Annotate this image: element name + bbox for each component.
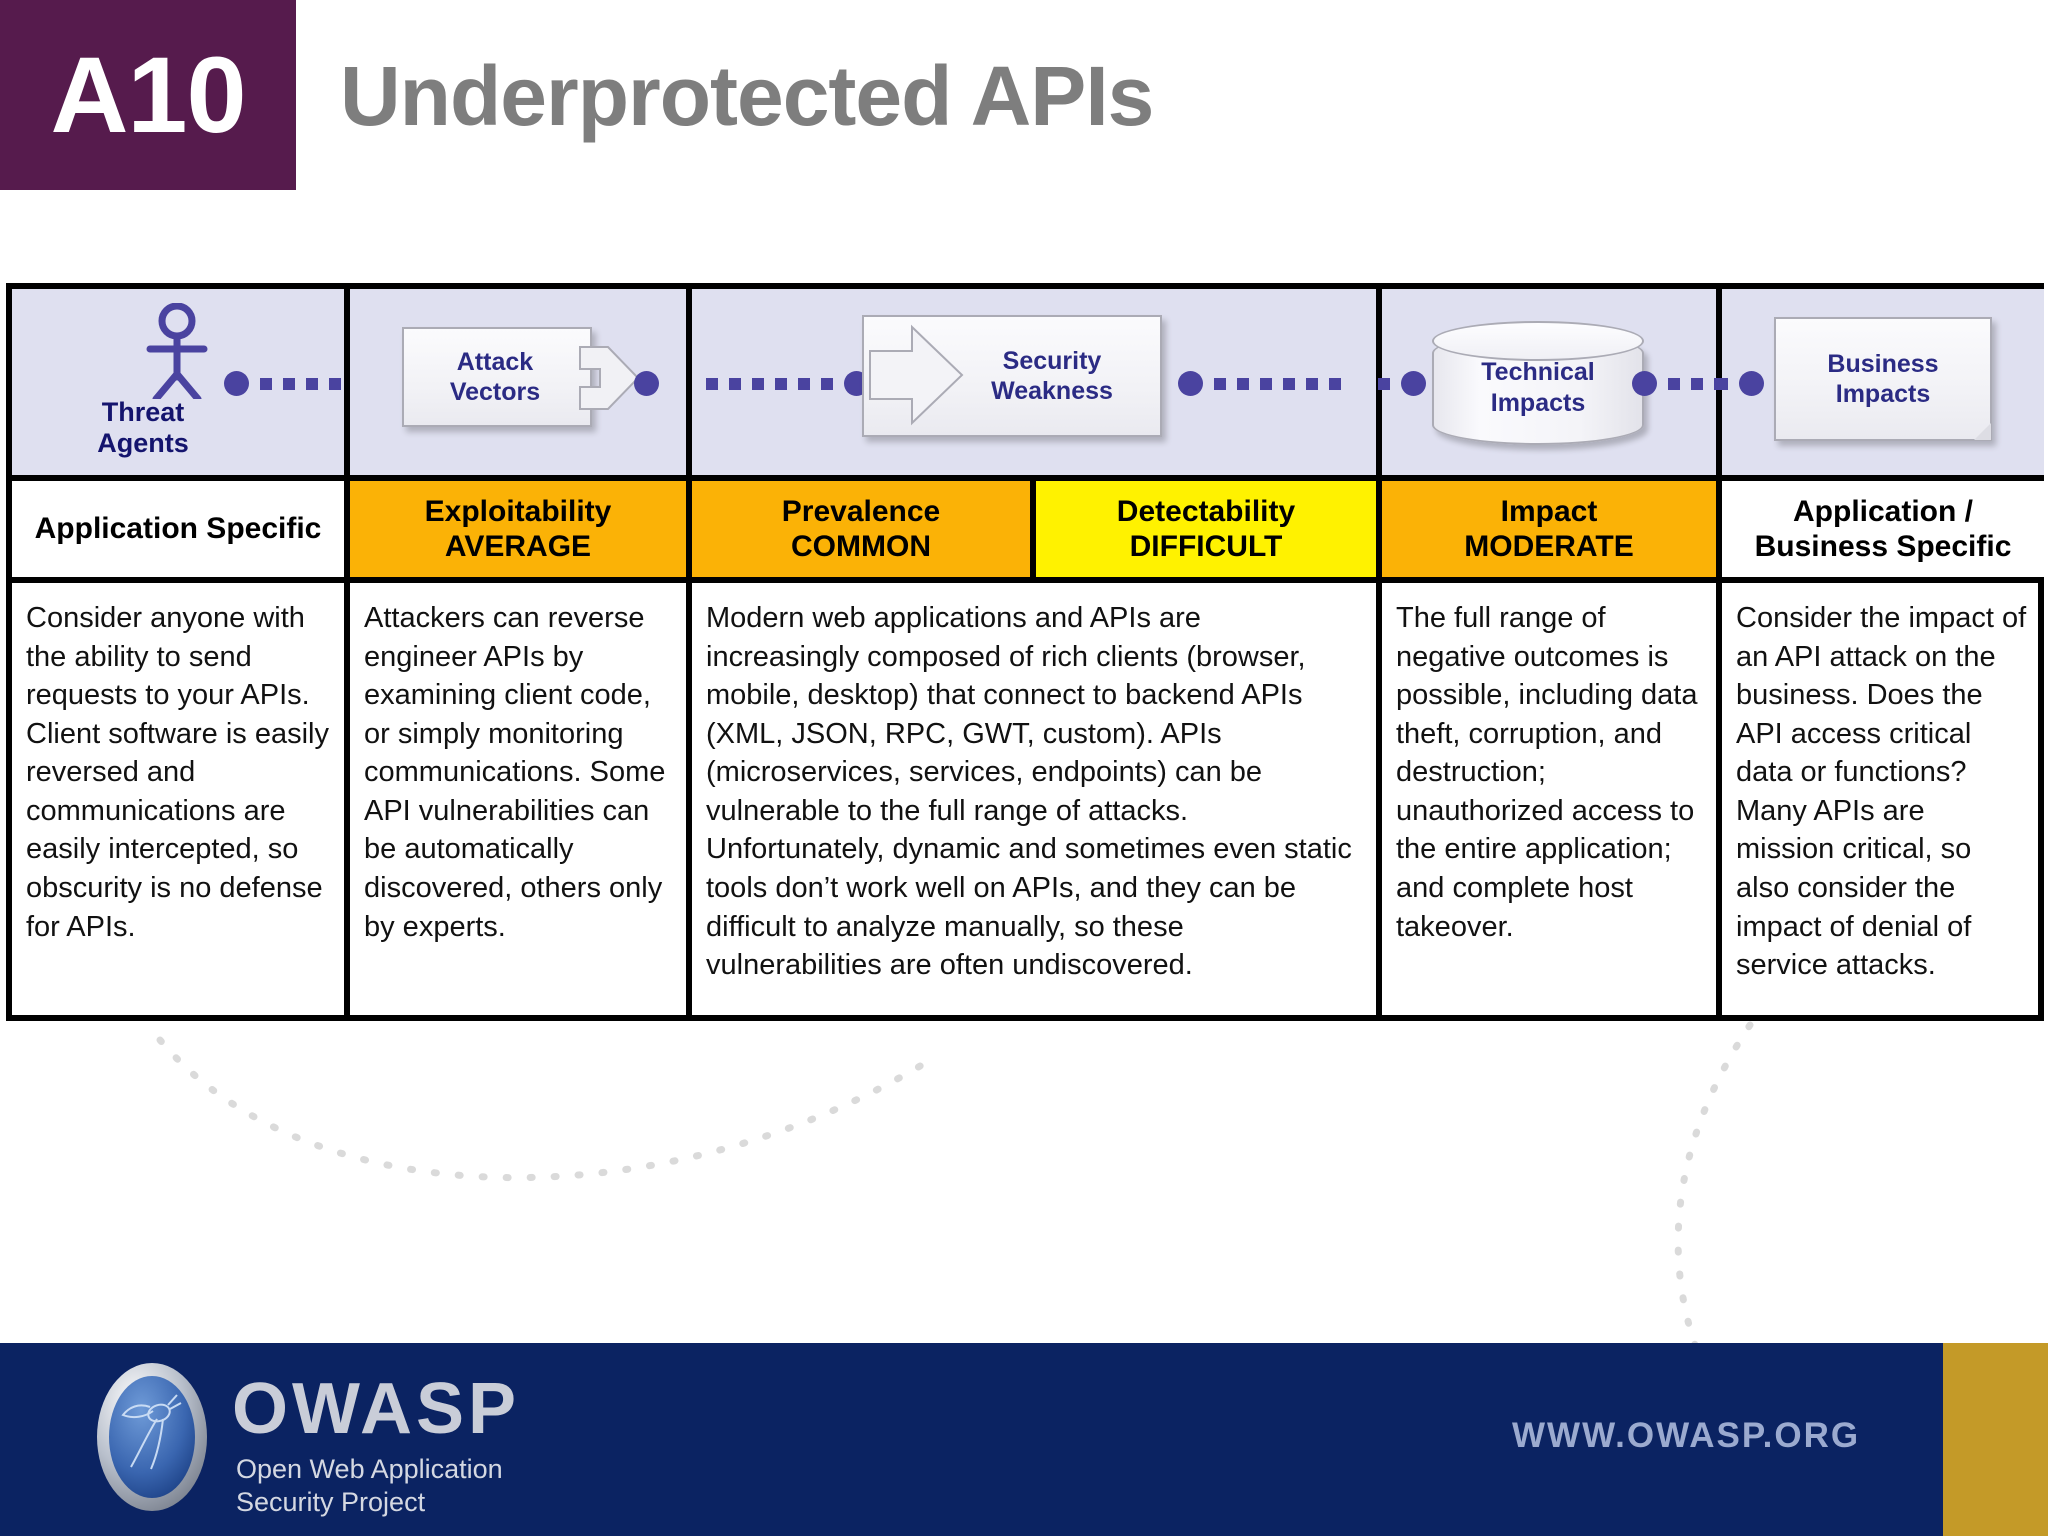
diagram-cell-business-impacts: Business Impacts	[1716, 289, 2044, 475]
connector-dot-square	[1214, 377, 1226, 390]
description-business-impacts: Consider the impact of an API attack on …	[1736, 602, 2027, 982]
folded-corner-icon	[1974, 423, 1991, 440]
security-weakness-label-line2: Weakness	[991, 377, 1113, 405]
rating-title-exploitability: Exploitability	[424, 494, 612, 528]
owasp-url-link[interactable]: WWW.OWASP.ORG	[1512, 1416, 1861, 1455]
slide-header: A10 Underprotected APIs	[0, 0, 2048, 250]
attack-vectors-label-line1: Attack	[456, 347, 534, 376]
connector-dot-square	[1306, 377, 1318, 390]
rating-value-detectability: DIFFICULT	[1129, 530, 1283, 563]
connector-dot-round	[1739, 371, 1764, 396]
description-attack-vectors: Attackers can reverse engineer APIs by e…	[350, 583, 692, 1015]
decorative-swoosh-right	[1674, 1021, 1754, 1349]
attack-vectors-label-line2: Vectors	[449, 378, 541, 406]
decorative-swoosh-left	[156, 1036, 934, 1181]
connector-dot-square	[1283, 377, 1295, 390]
diagram-cell-threat-agents: Threat Agents	[12, 289, 400, 475]
rating-cell-exploitability: Exploitability AVERAGE	[350, 481, 692, 577]
connector-dots-weakness-to-technical	[1178, 371, 1341, 396]
owasp-logo-icon	[97, 1363, 207, 1511]
connector-dot-square	[1237, 377, 1249, 390]
rating-title-impact: Impact	[1500, 494, 1598, 528]
connector-dots-technical-to-business	[1632, 371, 1726, 396]
technical-impacts-label-line1: Technical	[1481, 358, 1595, 386]
business-impacts-label-line2: Impacts	[1835, 380, 1931, 408]
connector-dot-square	[1691, 377, 1703, 390]
footer-navy-band	[0, 1343, 1943, 1536]
business-impacts-label-line1: Business	[1827, 349, 1939, 378]
slide-footer: OWASP Open Web Application Security Proj…	[0, 1343, 2048, 1536]
connector-dot-square	[306, 377, 318, 390]
connector-dot-square	[1668, 377, 1680, 390]
rating-cell-threat-agents: Application Specific	[12, 481, 350, 577]
connector-dot-square	[1260, 377, 1272, 390]
owasp-tagline: Open Web Application Security Project	[236, 1453, 503, 1519]
connector-dot-round	[634, 371, 659, 396]
rating-cell-prevalence: Prevalence COMMON	[692, 481, 1036, 577]
connector-dot-square	[1378, 377, 1390, 390]
rating-value-business-specific: Business Specific	[1754, 530, 2012, 563]
rating-cell-impact: Impact MODERATE	[1382, 481, 1722, 577]
connector-dots-into-weakness	[706, 371, 869, 396]
connector-dots-into-business	[1716, 371, 1764, 396]
cylinder-top-ellipse	[1432, 321, 1644, 361]
business-impacts-node: Business Impacts	[1774, 317, 1992, 441]
owasp-tagline-line2: Security Project	[236, 1486, 426, 1517]
rating-title-detectability: Detectability	[1116, 494, 1296, 528]
rating-value-impact: MODERATE	[1464, 530, 1634, 563]
connector-dot-square	[706, 377, 718, 390]
rating-title-business-specific: Application /	[1793, 494, 1973, 528]
connector-dot-square	[329, 377, 341, 390]
footer-gold-band	[1943, 1343, 2048, 1536]
rating-value-exploitability: AVERAGE	[444, 530, 592, 563]
threat-model-diagram-row: Threat Agents Attack Vectors	[12, 289, 2044, 481]
risk-rating-table: Threat Agents Attack Vectors	[6, 283, 2044, 1021]
diagram-cell-security-weakness: Security Weakness	[692, 289, 1382, 475]
page-title: Underprotected APIs	[340, 49, 1154, 143]
rating-title-prevalence: Prevalence	[781, 494, 941, 528]
connector-dot-square	[260, 377, 272, 390]
chevron-right-large-icon	[869, 324, 964, 426]
rating-cell-detectability: Detectability DIFFICULT	[1036, 481, 1382, 577]
owasp-tagline-line1: Open Web Application	[236, 1454, 503, 1484]
technical-impacts-node-label: Technical Impacts	[1432, 357, 1644, 420]
connector-dot-round	[1632, 371, 1657, 396]
technical-impacts-label-line2: Impacts	[1490, 389, 1586, 418]
threat-agents-node-label: Threat Agents	[12, 397, 274, 459]
connector-dot-square	[775, 377, 787, 390]
threat-agent-actor-icon	[146, 303, 208, 399]
connector-dots-vectors-to-weakness	[634, 371, 659, 396]
risk-rank-badge: A10	[0, 0, 296, 190]
connector-dots-into-technical	[1378, 371, 1426, 396]
connector-dot-round	[224, 371, 249, 396]
connector-dot-square	[752, 377, 764, 390]
security-weakness-label-line1: Security	[1002, 346, 1102, 375]
chevron-right-icon	[579, 346, 640, 410]
description-security-weakness: Modern web applications and APIs are inc…	[692, 583, 1382, 1015]
description-threat-agents: Consider anyone with the ability to send…	[12, 583, 350, 1015]
connector-dot-square	[1716, 377, 1728, 390]
connector-dot-square	[798, 377, 810, 390]
diagram-cell-technical-impacts: Technical Impacts	[1378, 289, 1726, 475]
rating-header-row: Application Specific Exploitability AVER…	[12, 481, 2044, 583]
technical-impacts-node: Technical Impacts	[1432, 319, 1644, 447]
connector-dot-square	[283, 377, 295, 390]
description-row: Consider anyone with the ability to send…	[12, 583, 2038, 1015]
connector-dot-square	[821, 377, 833, 390]
connector-dot-square	[729, 377, 741, 390]
threat-agents-label-line1: Threat	[101, 397, 185, 427]
rating-value-prevalence: COMMON	[791, 530, 931, 563]
rating-title-threat-agents: Application Specific	[34, 512, 322, 546]
threat-agents-label-line2: Agents	[97, 428, 189, 459]
attack-vectors-node: Attack Vectors	[402, 327, 592, 427]
connector-dot-square	[1329, 377, 1341, 390]
description-technical-impacts: The full range of negative outcomes is p…	[1382, 583, 1722, 1015]
rating-cell-business-specific: Application / Business Specific	[1722, 481, 2044, 577]
owasp-wordmark: OWASP	[232, 1369, 521, 1449]
connector-dot-round	[1401, 371, 1426, 396]
diagram-cell-attack-vectors: Attack Vectors	[350, 289, 692, 475]
risk-rank-label: A10	[50, 34, 246, 155]
connector-dot-round	[1178, 371, 1203, 396]
